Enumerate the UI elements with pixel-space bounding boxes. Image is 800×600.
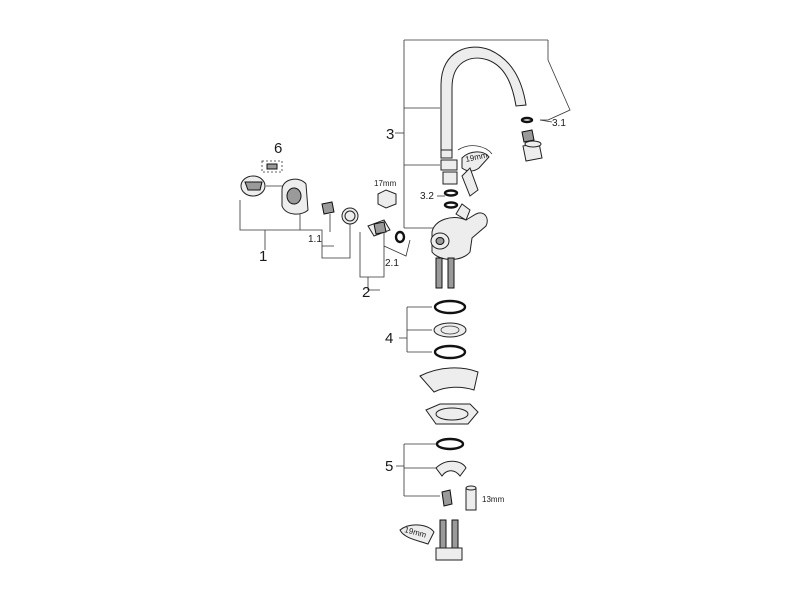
mixer-body — [430, 203, 488, 289]
callout-2: 2 — [362, 284, 370, 301]
aerator-parts — [520, 116, 543, 162]
wrench-tool-top — [457, 145, 493, 197]
spout-pipe — [440, 46, 527, 151]
mounting-set-4 — [399, 299, 467, 360]
callout-3: 3 — [386, 126, 394, 143]
callout-3-2: 3.2 — [420, 191, 434, 202]
tool-label-17mm: 17mm — [374, 179, 397, 188]
callout-5: 5 — [385, 458, 393, 475]
hex-nut-17mm — [377, 189, 397, 209]
hose-left — [435, 257, 443, 289]
seal-ring-bottom — [433, 344, 467, 360]
spout-connector-parts — [440, 159, 459, 209]
callout-4: 4 — [385, 330, 393, 347]
mounting-set-5 — [396, 437, 477, 511]
callout-2-1: 2.1 — [385, 258, 399, 269]
bearing-ring — [433, 322, 467, 338]
callout-1: 1 — [259, 248, 267, 265]
seal-ring-top — [433, 299, 467, 315]
callout-6: 6 — [274, 140, 282, 157]
spout-base-nut — [440, 149, 453, 159]
handle-assembly — [239, 160, 359, 259]
hex-socket-13mm — [465, 487, 477, 511]
spout-assembly — [395, 39, 571, 229]
tool-label-13mm: 13mm — [482, 495, 505, 504]
cartridge-assembly — [359, 189, 411, 291]
stabiliser-plates — [419, 367, 479, 425]
callout-3-1: 3.1 — [552, 118, 566, 129]
wrench-tool-bottom — [399, 519, 463, 561]
callout-1-1: 1.1 — [308, 234, 322, 245]
hose-right — [447, 257, 455, 289]
